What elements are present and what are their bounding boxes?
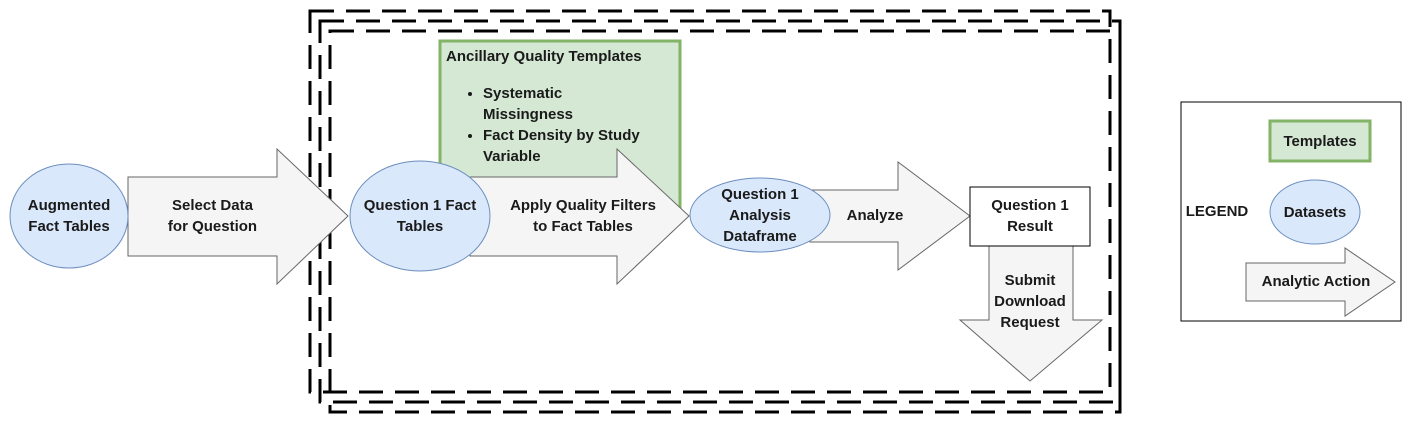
augmented-fact-tables-label: Augmented Fact Tables — [27, 197, 111, 235]
legend-analytic-action-label: Analytic Action — [1261, 272, 1371, 290]
template-item-systematic-missingness: Systematic Missingness — [483, 83, 593, 125]
question-1-result-box[interactable] — [969, 186, 1091, 247]
templates-list: Systematic Missingness Fact Density by S… — [440, 83, 683, 167]
boundary-inner — [328, 29, 1122, 414]
apply-quality-filters-arrow[interactable] — [469, 147, 690, 286]
select-data-label: Select Data for Question — [167, 197, 258, 235]
question-1-analysis-dataframe-dataset[interactable] — [689, 177, 831, 253]
question-1-analysis-dataframe-label: Question 1 Analysis Dataframe — [721, 186, 799, 245]
templates-title: Ancillary Quality Templates — [446, 48, 642, 65]
question-1-fact-tables-label: Question 1 Fact Tables — [363, 197, 477, 235]
legend-datasets-label: Datasets — [1283, 203, 1347, 221]
submit-download-request-label: Submit Download Request — [994, 272, 1066, 331]
select-data-arrow[interactable] — [127, 147, 349, 286]
apply-quality-filters-label: Apply Quality Filters to Fact Tables — [510, 197, 656, 235]
template-item-fact-density: Fact Density by Study Variable — [483, 125, 653, 167]
legend-analytic-action-swatch — [1245, 247, 1396, 317]
legend-templates-label: Templates — [1283, 132, 1357, 150]
ancillary-quality-templates: Ancillary Quality Templates Systematic M… — [440, 41, 680, 171]
legend-datasets-swatch — [1269, 179, 1361, 245]
submit-download-request-arrow[interactable] — [958, 245, 1104, 382]
question-1-result-label: Question 1 Result — [991, 197, 1069, 235]
legend-templates-swatch — [1268, 119, 1372, 163]
augmented-fact-tables-dataset[interactable] — [9, 163, 129, 269]
analyze-label: Analyze — [846, 206, 904, 224]
question-1-fact-tables-dataset[interactable] — [349, 160, 491, 272]
legend-title: LEGEND — [1185, 202, 1249, 220]
analyze-arrow[interactable] — [809, 161, 971, 271]
